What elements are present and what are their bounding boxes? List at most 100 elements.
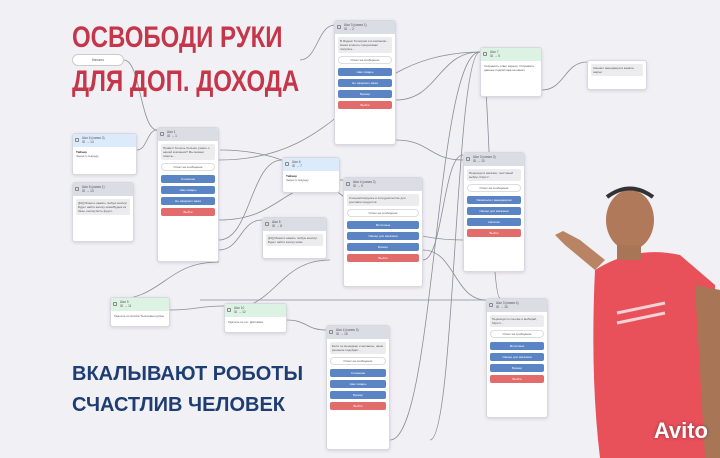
connection-line <box>169 305 225 311</box>
node-header: Шаг 4 (копия 2)ID → 9 <box>344 178 422 191</box>
node-note: Через 1 секунду <box>76 154 99 158</box>
node-type-icon <box>337 25 341 29</box>
node-id: ID → 11 <box>120 304 132 308</box>
node-header: Шаг 3 (копия 3)ID → 10 <box>464 153 524 166</box>
node-button[interactable]: Овощи для магазина <box>347 232 419 240</box>
connection-line <box>218 159 283 241</box>
message-text: Переходи в магазин, текстовый выбор, htt… <box>467 169 521 181</box>
node-type-icon <box>160 132 164 136</box>
node-note: Удалить из тег: Доставка <box>228 320 263 324</box>
message-text: Переходи по ссылке и выбирай, https://..… <box>490 315 544 327</box>
reply-input[interactable]: Ответ на сообщение <box>490 330 544 338</box>
node-button[interactable]: Выйти <box>161 208 215 216</box>
reply-input[interactable]: Ответ на сообщение <box>161 163 215 171</box>
node-id: ID → 1 <box>167 134 177 138</box>
headline-line-2: ДЛЯ ДОП. ДОХОДА <box>72 65 300 98</box>
node-button[interactable]: Молочные <box>347 221 419 229</box>
node-type-icon <box>75 187 79 191</box>
node-id: ID → 16 <box>496 305 508 309</box>
node-id: ID → 7 <box>292 164 302 168</box>
node-type-icon <box>265 222 269 226</box>
node-header: Шаг 3 (копия 4)ID → 16 <box>487 299 547 312</box>
node-button[interactable]: Нам товары <box>330 380 386 388</box>
start-node[interactable]: Начало <box>72 54 124 66</box>
node-button[interactable]: Брокер <box>338 90 392 98</box>
connection-line <box>299 24 336 61</box>
reply-input[interactable]: Ответ на сообщение <box>330 357 386 365</box>
node-type-icon <box>346 182 350 186</box>
tagline-line-1: ВКАЛЫВАЮТ РОБОТЫ <box>72 363 304 385</box>
node-title: Шаг 6 <box>292 160 301 164</box>
node-title: Шаг 4 (копия 2) <box>353 180 376 184</box>
node-button[interactable]: Сложение <box>330 369 386 377</box>
node-note: Удалить из списка Телеграм-группы <box>114 314 165 318</box>
node-title: Шаг 3 (копия 4) <box>496 301 519 305</box>
node-button[interactable]: Брокер <box>490 364 544 372</box>
shirt-print <box>616 301 666 325</box>
node-header: Шаг 4 (копия 3)ID → 15 <box>327 326 389 339</box>
node-button[interactable]: Овощи для магазина <box>490 353 544 361</box>
connection-line <box>286 319 327 331</box>
message-text: [[id]] Можете нажать любую кнопку/Будет … <box>76 199 130 215</box>
node-type-icon <box>113 302 117 306</box>
node-button[interactable]: Брокер <box>330 391 386 399</box>
connection-line <box>395 139 464 161</box>
message-text: Специализируюсь в сотрудничестве для дос… <box>347 194 419 206</box>
node-id: ID → 13 <box>82 189 94 193</box>
node-type-icon <box>466 157 470 161</box>
node-id: ID → 14 <box>82 140 94 144</box>
node-title: Шаг 7 <box>490 50 499 54</box>
connection-line <box>422 154 464 261</box>
node-button[interactable]: Молочные <box>490 342 544 350</box>
tagline-line-2: СЧАСТЛИВ ЧЕЛОВЕК <box>72 394 285 416</box>
node-type-icon <box>489 303 493 307</box>
node-button[interactable]: Сложение <box>161 175 215 183</box>
node-button[interactable]: Выйти <box>490 375 544 383</box>
node-title: Шаг 4 (копия 3) <box>336 328 359 332</box>
node-button[interactable]: Брокер <box>347 243 419 251</box>
node-button[interactable]: Напитки <box>467 218 521 226</box>
connection-line <box>136 129 158 151</box>
connection-line <box>109 261 220 301</box>
node-button[interactable]: Не оформил заказ <box>338 79 392 87</box>
connection-line <box>123 59 158 131</box>
node-id: ID → 10 <box>473 159 485 163</box>
node-note: Сохранить ответ карьер. Отправить данные… <box>484 64 535 72</box>
node-id: ID → 12 <box>234 310 246 314</box>
reply-input[interactable]: Ответ на сообщение <box>467 184 521 192</box>
node-button[interactable]: Нам товары <box>338 68 392 76</box>
flow-node[interactable]: Шаг 4 (копия 2)ID → 9 Специализируюсь в с… <box>343 177 423 287</box>
flow-node[interactable]: Сменил менеджера в канале, закрыт <box>587 60 647 90</box>
node-button[interactable]: Нам товары <box>161 186 215 194</box>
node-title: Шаг 5 <box>272 220 281 224</box>
node-button[interactable]: Не оформил заказ <box>161 197 215 205</box>
avito-watermark: Avito <box>653 418 708 443</box>
node-button[interactable]: Выйти <box>467 229 521 237</box>
node-title: Шаг 10 <box>234 306 245 310</box>
reply-input[interactable]: Ответ на сообщение <box>338 56 392 64</box>
node-button[interactable]: Выйти <box>330 402 386 410</box>
node-type-icon <box>285 162 289 166</box>
node-button[interactable]: Овощи для магазина <box>467 207 521 215</box>
flow-node[interactable]: Шаг 5 (копия 1)ID → 13[[id]] Можете нажа… <box>72 182 134 242</box>
node-button[interactable]: Связаться с менеджером <box>467 196 521 204</box>
node-label: Таймер <box>76 150 87 154</box>
flow-node[interactable]: Шаг 3 (копия 3)ID → 10 Переходи в магазин… <box>463 152 525 272</box>
flow-node[interactable]: Шаг 3 (копия 4)ID → 16 Переходи по ссылке… <box>486 298 548 418</box>
reply-input[interactable]: Ответ на сообщение <box>347 209 419 217</box>
node-title: Шаг 9 <box>120 300 129 304</box>
node-button[interactable]: Выйти <box>347 254 419 262</box>
node-button[interactable]: Выйти <box>338 101 392 109</box>
